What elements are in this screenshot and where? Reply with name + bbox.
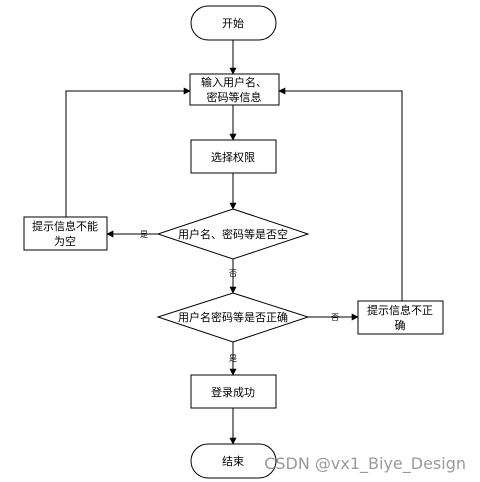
node-empty-tip: 提示信息不能 为空 xyxy=(23,216,108,251)
edge-label-empty-yes: 是 xyxy=(140,230,148,239)
node-end: 结束 xyxy=(190,443,277,479)
edge-empty-tip-to-input xyxy=(65,87,191,217)
svg-text:登录成功: 登录成功 xyxy=(211,385,255,399)
svg-text:提示信息不能: 提示信息不能 xyxy=(32,219,98,233)
edge-label-correct-no: 否 xyxy=(331,313,339,322)
node-login-success: 登录成功 xyxy=(190,374,277,409)
node-wrong-tip: 提示信息不正 确 xyxy=(357,300,444,335)
node-start: 开始 xyxy=(190,5,277,41)
node-check-correct: 用户名密码等是否正确 xyxy=(156,292,310,343)
edge-wrong-tip-to-input xyxy=(278,87,403,301)
node-input-credentials: 输入用户名、 密码等信息 xyxy=(189,73,280,106)
watermark: CSDN @vx1_Biye_Design xyxy=(264,454,466,474)
edge-label-empty-no: 否 xyxy=(229,269,237,278)
svg-text:选择权限: 选择权限 xyxy=(211,150,255,164)
svg-text:用户名密码等是否正确: 用户名密码等是否正确 xyxy=(178,310,288,324)
svg-text:用户名、密码等是否空: 用户名、密码等是否空 xyxy=(178,227,288,241)
svg-text:确: 确 xyxy=(395,319,406,332)
svg-text:密码等信息: 密码等信息 xyxy=(207,90,262,104)
svg-text:输入用户名、: 输入用户名、 xyxy=(201,75,267,89)
svg-text:开始: 开始 xyxy=(222,16,244,30)
node-select-role: 选择权限 xyxy=(190,139,277,174)
edge-label-correct-yes: 是 xyxy=(229,354,237,363)
svg-text:提示信息不正: 提示信息不正 xyxy=(367,303,433,317)
node-check-empty: 用户名、密码等是否空 xyxy=(156,208,310,260)
svg-text:为空: 为空 xyxy=(54,234,76,248)
svg-text:结束: 结束 xyxy=(222,455,244,468)
